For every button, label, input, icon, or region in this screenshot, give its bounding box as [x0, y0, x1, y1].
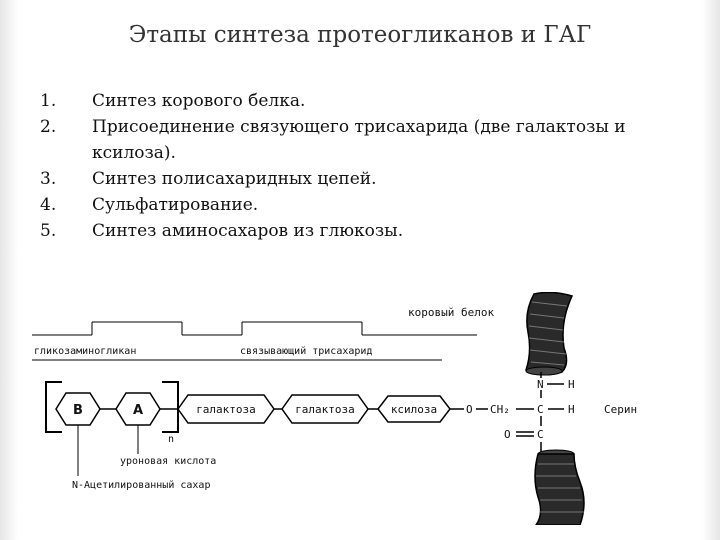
c-bottom-label: C [537, 428, 544, 441]
repeat-bracket-right [162, 381, 179, 433]
unit-b-label: B [73, 403, 83, 418]
galactose-1-label: галактоза [196, 403, 256, 416]
core-protein-label: коровый белок [408, 306, 494, 319]
gag-label: гликозаминогликан [34, 346, 136, 357]
c-center-label: C [537, 403, 544, 416]
o-bottom-label: O [504, 428, 511, 441]
list-item: 3.Синтез полисахаридных цепей. [40, 169, 377, 189]
slide-right-border [702, 0, 720, 540]
repeat-n-label: n [168, 434, 174, 445]
core-protein-upper-shape [525, 292, 574, 376]
h-right-label: H [568, 403, 575, 416]
acetylated-sugar-label: N-Ацетилированный сахар [72, 479, 210, 491]
slide-left-border [0, 0, 18, 540]
galactose-2-label: галактоза [295, 403, 355, 416]
core-protein-lower-shape [534, 449, 585, 525]
bond-o-label: O [466, 403, 473, 416]
diagram-svg: коровый белок гликозаминогликан связываю… [32, 292, 637, 525]
list-item: 4.Сульфатирование. [40, 195, 259, 215]
repeat-bracket-left [45, 381, 62, 433]
list-item: 2.Присоединение связующего трисахарида (… [40, 117, 626, 163]
unit-a-label: A [133, 403, 143, 418]
steps-list: 1.Синтез корового белка. 2.Присоединение… [40, 88, 660, 244]
uronic-acid-label: уроновая кислота [120, 456, 216, 467]
list-item: 1.Синтез корового белка. [40, 91, 306, 111]
list-item: 5.Синтез аминосахаров из глюкозы. [40, 221, 404, 241]
xylose-label: ксилоза [391, 403, 437, 416]
proteoglycan-diagram: коровый белок гликозаминогликан связываю… [32, 292, 677, 525]
serine-label: Серин [604, 403, 637, 416]
ch2-label: CH₂ [490, 403, 510, 416]
linker-label: связывающий трисахарид [240, 345, 372, 357]
n-label: N [537, 378, 544, 391]
h-top-label: H [568, 378, 575, 391]
slide-title: Этапы синтеза протеогликанов и ГАГ [128, 22, 592, 48]
